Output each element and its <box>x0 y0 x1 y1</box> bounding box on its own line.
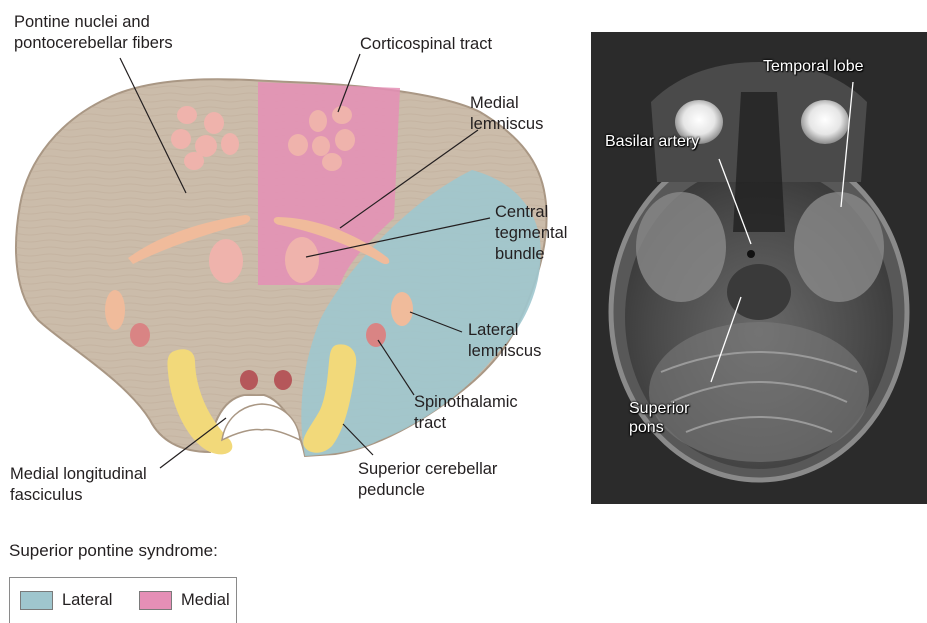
central-tegmental-left <box>209 239 243 283</box>
spinothalamic-left <box>130 323 150 347</box>
lateral-lemniscus-right <box>391 292 413 326</box>
legend-swatch-lateral <box>20 591 53 610</box>
legend: Lateral Medial <box>9 577 237 623</box>
label-spinothalamic-tract: Spinothalamic tract <box>414 392 518 434</box>
label-corticospinal-tract: Corticospinal tract <box>360 34 492 55</box>
label-mlf: Medial longitudinal fasciculus <box>10 464 147 506</box>
mlf-left <box>240 370 258 390</box>
spinothalamic-right <box>366 323 386 347</box>
pons-cross-section-diagram <box>0 0 590 530</box>
legend-label-lateral: Lateral <box>62 591 112 610</box>
mri-label-superior-pons: Superior pons <box>629 399 689 437</box>
label-pontine-nuclei: Pontine nuclei and pontocerebellar fiber… <box>14 12 173 54</box>
label-lateral-lemniscus: Lateral lemniscus <box>468 320 541 362</box>
lateral-lemniscus-left <box>105 290 125 330</box>
central-tegmental-right <box>285 237 319 283</box>
label-medial-lemniscus: Medial lemniscus <box>470 93 543 135</box>
mri-label-basilar-artery: Basilar artery <box>605 132 699 151</box>
label-superior-cerebellar-peduncle: Superior cerebellar peduncle <box>358 459 497 501</box>
legend-title: Superior pontine syndrome: <box>9 541 218 561</box>
mri-label-temporal-lobe: Temporal lobe <box>763 57 864 76</box>
legend-label-medial: Medial <box>181 591 230 610</box>
mlf-right <box>274 370 292 390</box>
label-central-tegmental-bundle: Central tegmental bundle <box>495 202 567 265</box>
legend-swatch-medial <box>139 591 172 610</box>
mri-axial-image: Temporal lobe Basilar artery Superior po… <box>591 32 927 504</box>
